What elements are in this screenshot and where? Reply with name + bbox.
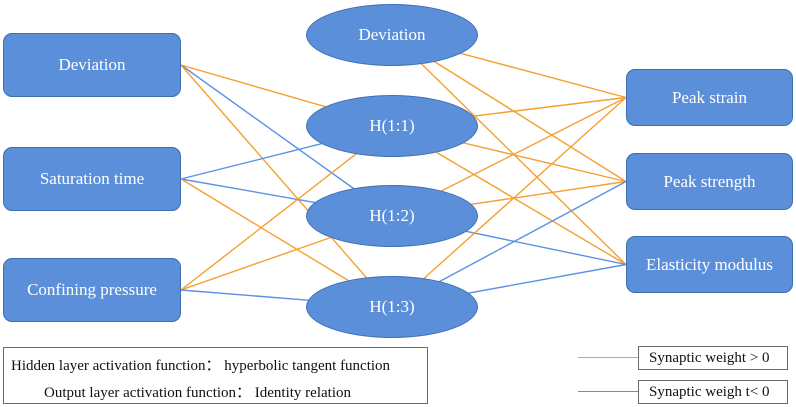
connection-in_sat-to-h3 xyxy=(180,178,352,283)
output-node-peak-strain: Peak strain xyxy=(626,69,793,126)
connection-in_dev-to-h2 xyxy=(180,64,357,191)
node-label: Deviation xyxy=(58,55,126,74)
node-label: Deviation xyxy=(358,25,426,44)
connection-in_conf-to-h2 xyxy=(180,235,335,291)
connection-in_conf-to-h3 xyxy=(180,289,315,302)
output-activation-note: Output layer activation function： Identi… xyxy=(44,385,351,401)
connection-in_sat-to-h1 xyxy=(180,141,327,180)
activation-notes-box: Hidden layer activation function： hyperb… xyxy=(3,347,428,404)
node-label: Confining pressure xyxy=(27,280,157,299)
node-label: H(1:1) xyxy=(369,116,415,135)
hidden-node-h3: H(1:3) xyxy=(306,276,478,338)
connection-h_bias-to-out_strain xyxy=(456,51,627,99)
legend-positive-label: Synaptic weight > 0 xyxy=(638,346,788,370)
connection-in_dev-to-h1 xyxy=(180,64,330,109)
connection-in_conf-to-h1 xyxy=(180,151,359,291)
connection-in_dev-to-h3 xyxy=(180,64,369,280)
connection-h2-to-out_strain xyxy=(438,96,627,194)
output-node-elasticity-modulus: Elasticity modulus xyxy=(626,236,793,293)
node-label: Peak strength xyxy=(663,171,756,191)
hidden-node-h2: H(1:2) xyxy=(306,185,478,247)
connection-h1-to-out_strength xyxy=(458,141,627,183)
connection-h3-to-out_strength xyxy=(436,180,627,284)
input-node-deviation: Deviation xyxy=(3,33,181,97)
legend-positive: Synaptic weight > 0 xyxy=(578,346,793,370)
hidden-node-h1: H(1:1) xyxy=(306,95,478,157)
legend-negative-line xyxy=(578,391,638,392)
legend-negative: Synaptic weigh t< 0 xyxy=(578,380,793,404)
node-label: Peak strain xyxy=(671,87,748,107)
connection-h2-to-out_strength xyxy=(465,180,627,206)
connection-h1-to-out_elastic xyxy=(433,150,627,266)
node-label: Elasticity modulus xyxy=(645,254,774,274)
hidden-node-deviation: Deviation xyxy=(306,4,478,66)
node-label: H(1:3) xyxy=(369,297,415,316)
connection-h3-to-out_strain xyxy=(421,96,627,281)
connection-h_bias-to-out_elastic xyxy=(419,61,627,265)
legend-negative-label: Synaptic weigh t< 0 xyxy=(638,380,788,404)
input-node-confining-pressure: Confining pressure xyxy=(3,258,181,322)
connection-h2-to-out_elastic xyxy=(461,229,627,266)
connection-h_bias-to-out_strength xyxy=(431,59,627,183)
legend: Synaptic weight > 0 Synaptic weigh t< 0 xyxy=(578,346,793,406)
connection-h1-to-out_strain xyxy=(467,96,627,118)
connection-h3-to-out_elastic xyxy=(463,263,627,295)
input-node-saturation-time: Saturation time xyxy=(3,147,181,211)
output-node-peak-strength: Peak strength xyxy=(626,153,793,210)
node-label: H(1:2) xyxy=(369,206,415,225)
hidden-activation-note: Hidden layer activation function： hyperb… xyxy=(11,358,391,374)
legend-positive-line xyxy=(578,357,638,358)
node-label: Saturation time xyxy=(39,169,145,188)
